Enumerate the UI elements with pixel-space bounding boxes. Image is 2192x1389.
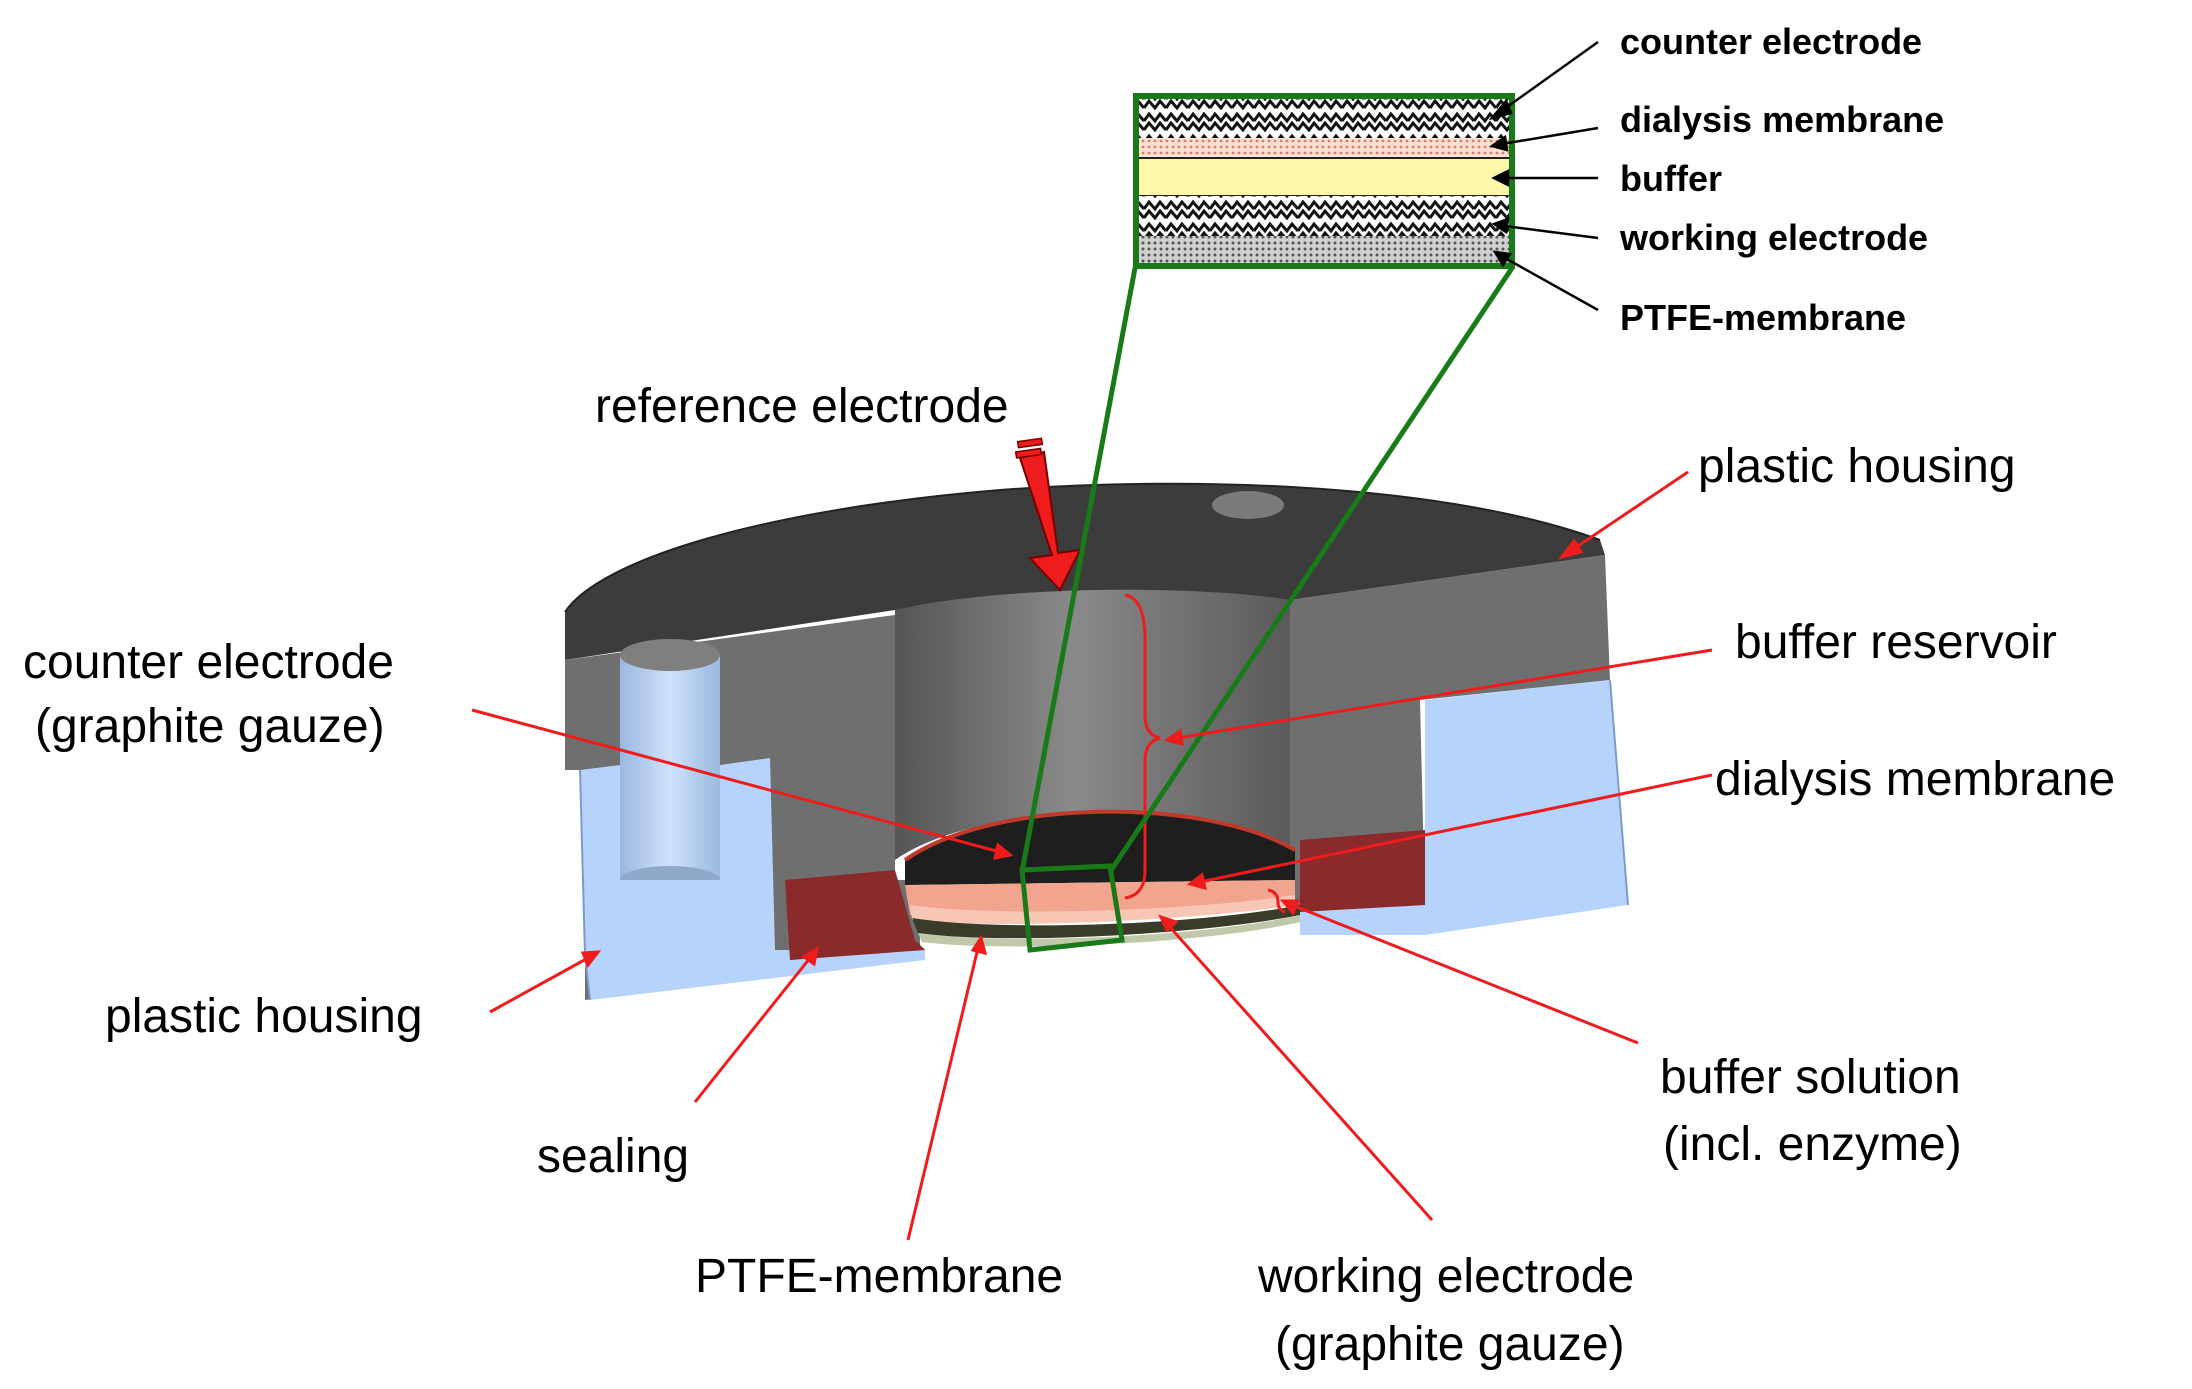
inset-counter-electrode-layer [1138,98,1510,138]
working-electrode-layer [912,905,1300,939]
inset-dialysis-layer [1138,138,1510,158]
red-pointers [471,470,1713,1241]
sealing-right [1300,830,1425,912]
housing-top-surface [565,483,1605,660]
label-working-electrode-line1: working electrode [1257,1250,1634,1303]
label-group: reference electrode plastic housing buff… [23,380,2115,1371]
inset-label-dialysis-membrane: dialysis membrane [1620,99,1944,140]
plastic-housing-left-part [580,758,925,1000]
inset-ptfe-layer [1138,236,1510,264]
inset-pointers [1488,40,1599,312]
screw-hole [1212,491,1284,519]
inset-label-counter-electrode: counter electrode [1620,21,1922,62]
label-working-electrode-line2: (graphite gauze) [1275,1318,1625,1371]
counter-electrode-gauze [905,811,1295,885]
inset-label-working-electrode: working electrode [1619,217,1928,258]
sealing-left [785,870,925,960]
label-plastic-housing-left: plastic housing [105,990,423,1043]
label-counter-electrode-line2: (graphite gauze) [35,700,385,753]
label-dialysis-membrane: dialysis membrane [1715,753,2115,806]
right-wall [1290,555,1610,910]
label-sealing: sealing [537,1130,689,1183]
layer-inset [1019,93,1515,953]
sensor-body [564,482,1629,1001]
left-bore [620,655,720,880]
label-buffer-solution-line1: buffer solution [1660,1051,1961,1104]
label-buffer-solution-line2: (incl. enzyme) [1663,1118,1962,1171]
inset-label-group: counter electrode dialysis membrane buff… [1619,21,1944,338]
inset-source-frame [1019,863,1125,953]
inset-label-buffer: buffer [1620,158,1722,199]
label-ptfe-membrane: PTFE-membrane [695,1250,1063,1303]
inset-label-ptfe-membrane: PTFE-membrane [1620,297,1906,338]
inset-frame [1133,93,1515,269]
reservoir-cylinder [895,589,1290,860]
label-buffer-reservoir: buffer reservoir [1735,616,2057,669]
label-reference-electrode: reference electrode [595,380,1009,433]
plastic-housing-right-part [1300,680,1628,935]
inset-buffer-layer [1137,157,1511,197]
inset-zoom-line-right [1107,266,1515,874]
reservoir-bracket [1124,593,1161,900]
label-counter-electrode-line1: counter electrode [23,636,394,689]
label-plastic-housing-top: plastic housing [1698,440,2016,493]
inset-working-electrode-layer [1138,196,1510,236]
reference-electrode-arrow [1014,437,1082,592]
inset-zoom-line-left [1019,267,1138,873]
dialysis-membrane-layer [910,895,1295,925]
